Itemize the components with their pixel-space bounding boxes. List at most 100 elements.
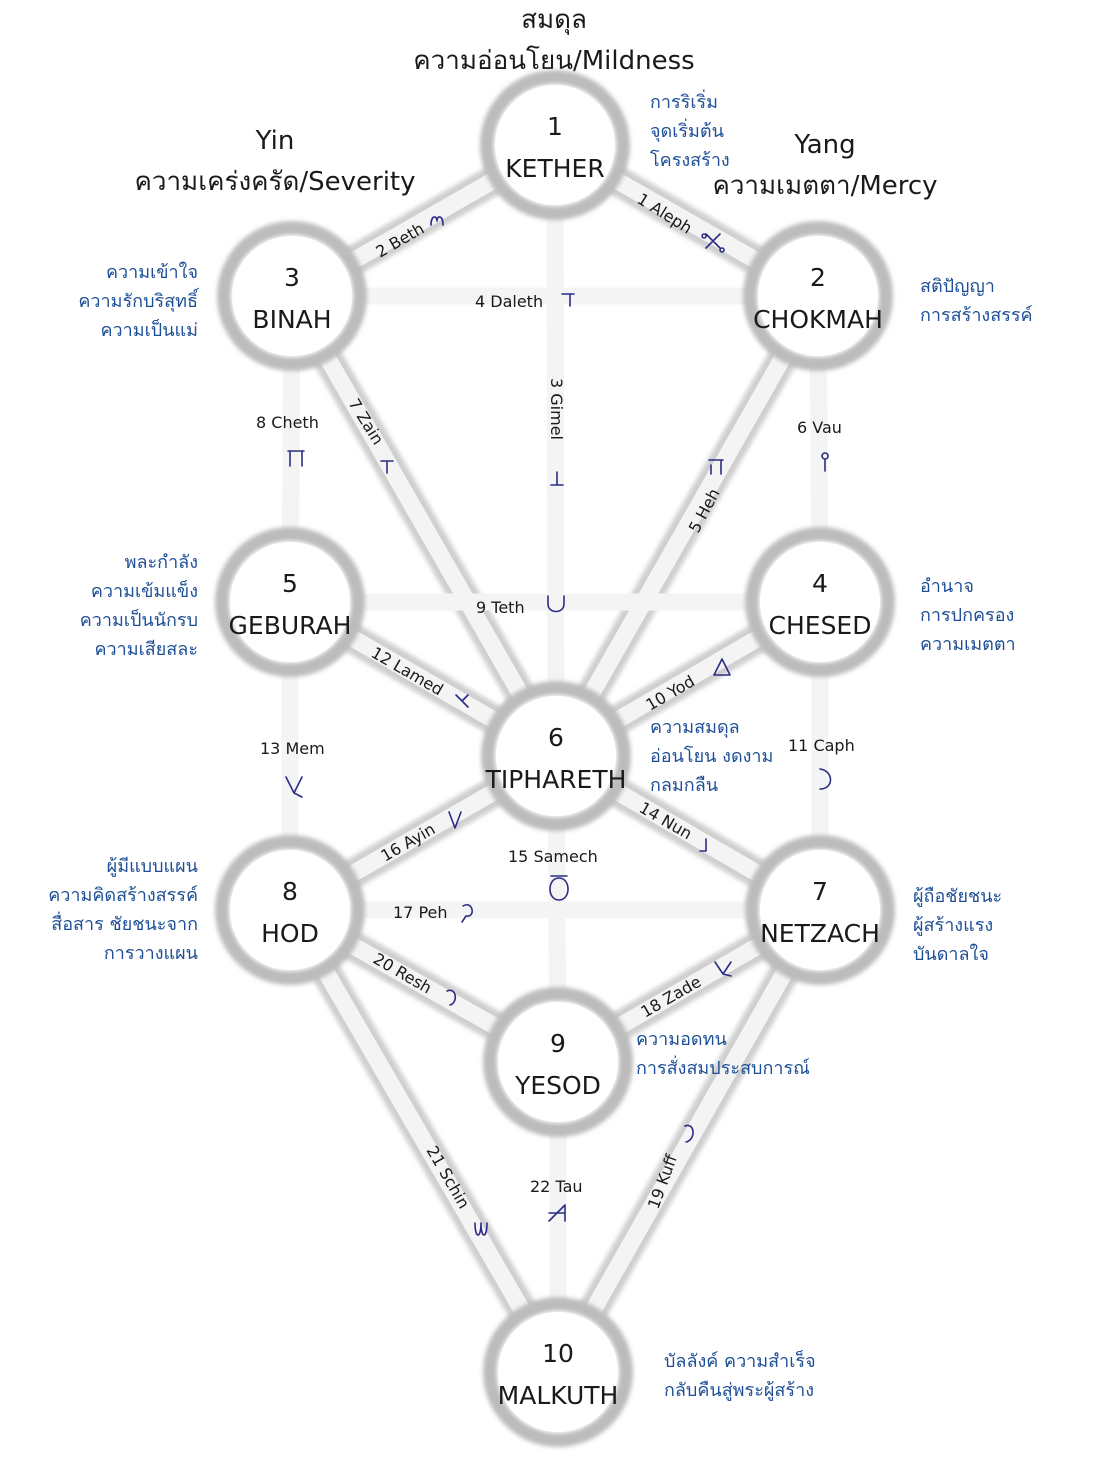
hebrew-letter-icon-p3 (550, 471, 564, 486)
sephirah-netzach (745, 835, 895, 985)
sephirah-name-binah: BINAH (252, 305, 331, 334)
path-label-p8: 8 Cheth (256, 413, 319, 432)
hebrew-letter-icon-p4 (561, 293, 575, 307)
sephirah-number-malkuth: 10 (542, 1339, 574, 1368)
sephirah-geburah (215, 527, 365, 677)
hebrew-letter-icon-p14 (699, 838, 707, 852)
geburah-note-2: ความเข้มแข็ง (90, 581, 198, 602)
tiphareth-notes: ความสมดุล อ่อนโยน งดงาม กลมกลืน (650, 713, 773, 800)
path-label-p15: 15 Samech (508, 847, 598, 866)
geburah-note-1: พละกำลัง (124, 552, 198, 573)
left-pillar-title-line1: Yin (255, 126, 295, 156)
geburah-note-3: ความเป็นนักรบ (79, 610, 198, 631)
sephirah-chokmah (743, 221, 893, 371)
hod-note-4: การวางแผน (103, 943, 198, 964)
chesed-note-3: ความเมตตา (920, 634, 1016, 655)
sephiroth-labels: 1KETHER2CHOKMAH3BINAH4CHESED5GEBURAH6TIP… (229, 112, 883, 1410)
hebrew-letter-icon-p17 (461, 904, 473, 923)
right-pillar-title-line1: Yang (794, 130, 856, 160)
binah-note-3: ความเป็นแม่ (100, 320, 198, 341)
sephirah-number-yesod: 9 (550, 1029, 566, 1058)
hebrew-letter-icon-p16 (448, 811, 462, 829)
path-channel-p21 (277, 902, 571, 1380)
hebrew-letter-icon-p9 (547, 595, 565, 613)
top-title: สมดุล ความอ่อนโยน/Mildness (344, 0, 764, 82)
sephirah-name-chesed: CHESED (769, 611, 872, 640)
path-channel-p5 (542, 288, 832, 764)
sephirah-number-binah: 3 (284, 263, 300, 292)
hebrew-letter-icon-p21 (474, 1222, 488, 1236)
hebrew-letter-icon-p2 (430, 216, 444, 226)
hod-note-1: ผู้มีแบบแผน (106, 856, 198, 877)
binah-note-1: ความเข้าใจ (105, 262, 198, 283)
geburah-notes: พละกำลัง ความเข้มแข็ง ความเป็นนักรบ ความ… (80, 548, 198, 664)
hebrew-letter-icon-p5 (708, 459, 724, 475)
right-pillar-title: Yang ความเมตตา/Mercy (675, 125, 975, 207)
chesed-note-1: อำนาจ (920, 576, 974, 597)
yesod-notes: ความอดทน การสั่งสมประสบการณ์ (636, 1025, 810, 1083)
right-pillar-title-line2: ความเมตตา/Mercy (712, 171, 938, 201)
hebrew-letter-glyphs (285, 216, 832, 1236)
sephirah-tiphareth (481, 681, 631, 831)
hod-notes: ผู้มีแบบแผน ความคิดสร้างสรรค์ สื่อสาร ชั… (48, 852, 198, 968)
sephirah-kether (480, 70, 630, 220)
sephirah-number-hod: 8 (282, 877, 298, 906)
sephirah-yesod (483, 987, 633, 1137)
path-label-p17: 17 Peh (393, 903, 448, 922)
binah-note-2: ความรักบริสุทธิ์ (78, 291, 198, 312)
path-channel-p3 (540, 144, 571, 757)
chokmah-note-2: การสร้างสรรค์ (920, 305, 1033, 326)
path-label-p11: 11 Caph (788, 736, 855, 755)
geburah-note-4: ความเสียสละ (94, 639, 199, 660)
sephirah-name-netzach: NETZACH (760, 919, 880, 948)
sephirah-name-kether: KETHER (505, 154, 604, 183)
kether-note-2: จุดเริ่มต้น (650, 121, 724, 142)
hebrew-letter-icon-p10 (713, 658, 731, 676)
path-label-p13: 13 Mem (260, 739, 325, 758)
hebrew-letter-icon-p12 (455, 694, 469, 708)
sephiroth-circles (215, 70, 895, 1447)
path-label-p3: 3 Gimel (547, 378, 566, 440)
left-pillar-title: Yin ความเคร่งครัด/Severity (100, 121, 450, 203)
sephirah-binah (217, 221, 367, 371)
sephirah-number-chesed: 4 (812, 569, 828, 598)
sephirah-malkuth (483, 1297, 633, 1447)
path-label-p4: 4 Daleth (475, 292, 543, 311)
chesed-note-2: การปกครอง (920, 605, 1015, 626)
chesed-notes: อำนาจ การปกครอง ความเมตตา (920, 572, 1016, 659)
malkuth-note-2: กลับคืนสู่พระผู้สร้าง (664, 1380, 814, 1401)
sephirah-name-hod: HOD (261, 919, 319, 948)
left-pillar-title-line2: ความเคร่งครัด/Severity (134, 167, 416, 197)
sephirah-number-kether: 1 (547, 112, 563, 141)
tiphareth-note-2: อ่อนโยน งดงาม (650, 746, 774, 767)
sephirah-name-tiphareth: TIPHARETH (485, 765, 627, 794)
hod-note-3: สื่อสาร ชัยชนะจาก (51, 914, 198, 935)
binah-notes: ความเข้าใจ ความรักบริสุทธิ์ ความเป็นแม่ (78, 258, 198, 345)
sephirah-chesed (745, 527, 895, 677)
kether-notes: การริเริ่ม จุดเริ่มต้น โครงสร้าง (650, 88, 730, 175)
chokmah-note-1: สติปัญญา (920, 276, 995, 297)
hebrew-letter-icon-p6 (821, 452, 829, 472)
sephirah-number-geburah: 5 (282, 569, 298, 598)
path-label-p6: 6 Vau (797, 418, 842, 437)
path-label-p9: 9 Teth (476, 598, 525, 617)
hebrew-letter-icon-p19 (684, 1124, 694, 1143)
sephirah-name-yesod: YESOD (514, 1071, 601, 1100)
top-title-line1: สมดุล (521, 5, 587, 35)
malkuth-notes: บัลลังค์ ความสำเร็จ กลับคืนสู่พระผู้สร้า… (664, 1347, 816, 1405)
sephirah-name-malkuth: MALKUTH (498, 1381, 619, 1410)
yesod-note-1: ความอดทน (636, 1029, 727, 1050)
hebrew-letter-icon-p22 (548, 1204, 566, 1222)
netzach-note-1: ผู้ถือชัยชนะ (913, 886, 1003, 907)
sephirah-name-geburah: GEBURAH (229, 611, 352, 640)
malkuth-note-1: บัลลังค์ ความสำเร็จ (664, 1351, 816, 1372)
path-channel-p7 (278, 288, 570, 764)
netzach-notes: ผู้ถือชัยชนะ ผู้สร้างแรง บันดาลใจ (913, 882, 1002, 969)
sephirah-number-tiphareth: 6 (548, 723, 564, 752)
tiphareth-note-1: ความสมดุล (650, 717, 740, 738)
hebrew-letter-icon-p13 (285, 776, 303, 798)
hebrew-letter-icon-p1 (701, 233, 725, 253)
hebrew-letter-icon-p7 (380, 460, 394, 474)
sephirah-number-netzach: 7 (812, 877, 828, 906)
